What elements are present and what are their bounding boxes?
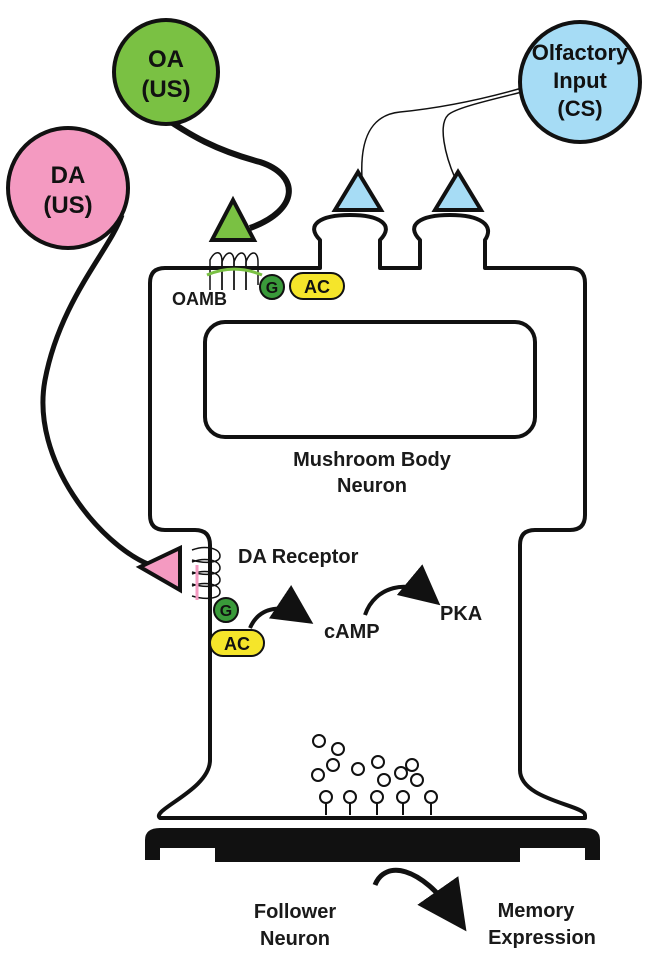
oamb-label: OAMB (172, 289, 227, 309)
follower-neuron-label-line2: Neuron (260, 928, 330, 950)
follower-to-memory-arrow (372, 867, 467, 932)
ac-to-camp-arrow (248, 585, 314, 629)
camp-label: cAMP (324, 621, 380, 643)
olfactory-cs-label-line2: Input (553, 68, 607, 93)
da-adenylyl-cyclase-label: AC (224, 634, 250, 654)
da-us-label-line1: DA (51, 162, 86, 189)
da-g-protein-label: G (220, 603, 232, 620)
mushroom-body-neuron-label-line2: Neuron (337, 475, 407, 497)
olfactory-axon-2 (442, 91, 523, 179)
memory-expression-label-line1: Memory (498, 900, 576, 922)
da-us-node (6, 126, 130, 250)
da-g-protein (213, 597, 239, 623)
neuron-inner-panel (203, 320, 537, 439)
da-receptor-label: DA Receptor (238, 546, 359, 568)
pka-label: PKA (440, 603, 482, 625)
oa-axon (163, 115, 292, 231)
da-adenylyl-cyclase (209, 629, 265, 657)
camp-to-pka-arrow (363, 564, 441, 616)
synaptic-vesicles (311, 734, 424, 787)
follower-neuron-label-line1: Follower (254, 901, 336, 923)
olfactory-axon-1 (361, 87, 523, 179)
olfactory-cs-label-line1: Olfactory (532, 40, 629, 65)
oamb-adenylyl-cyclase (289, 272, 345, 300)
release-sites (319, 790, 438, 815)
olfactory-terminal-1 (331, 168, 385, 212)
da-axon (40, 214, 151, 568)
memory-expression-label-line2: Expression (488, 927, 596, 949)
follower-neuron-plate (215, 840, 520, 862)
oa-us-node (112, 18, 220, 126)
oamb-g-protein-label: G (266, 280, 278, 297)
oa-us-label-line2: (US) (141, 76, 190, 103)
da-terminal (135, 544, 182, 594)
oamb-adenylyl-cyclase-label: AC (304, 277, 330, 297)
oa-us-label-line1: OA (148, 46, 184, 73)
oamb-receptor-icon (206, 252, 263, 290)
mushroom-body-neuron-label-line1: Mushroom Body (293, 449, 452, 471)
da-receptor-icon (191, 546, 221, 600)
olfactory-cs-label-line3: (CS) (557, 96, 602, 121)
olfactory-cs-node (518, 20, 642, 144)
mushroom-body-neuron-outline (148, 213, 587, 820)
oa-terminal (208, 195, 258, 242)
da-us-label-line2: (US) (43, 192, 92, 219)
oamb-g-protein (259, 274, 285, 300)
olfactory-terminal-2 (431, 168, 485, 212)
